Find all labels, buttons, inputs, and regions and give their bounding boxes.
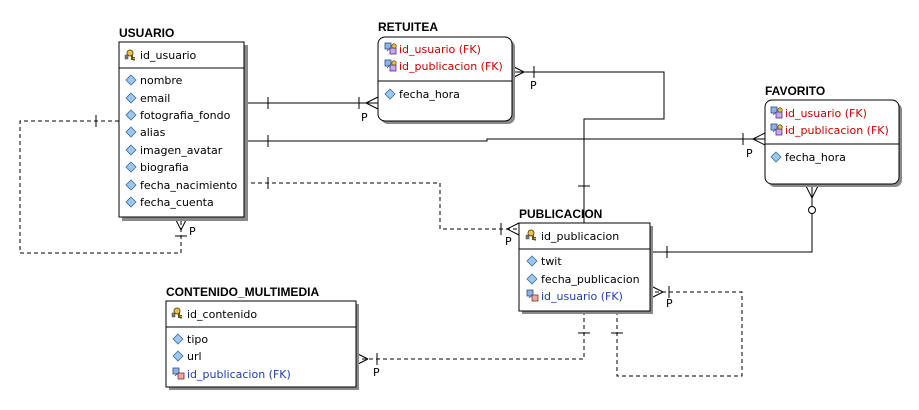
entity-title: FAVORITO [765, 84, 825, 98]
entity-contenido-multimedia[interactable]: CONTENIDO_MULTIMEDIA id_contenido tipo u… [165, 285, 359, 390]
entity-title: USUARIO [119, 26, 174, 40]
pk-attribute: id_contenido [187, 308, 257, 321]
pk-attribute: id_publicacion [541, 230, 619, 243]
fk-attribute: id_usuario (FK) [541, 290, 623, 303]
attribute: url [187, 350, 202, 363]
rel-usuario-retuitea[interactable] [244, 96, 379, 110]
rel-publicacion-contenido[interactable] [355, 311, 590, 366]
fk-attribute: id_publicacion (FK) [187, 368, 291, 381]
p-label: P [666, 297, 673, 310]
attribute: nombre [140, 74, 183, 87]
relationships [19, 65, 819, 377]
attribute: alias [140, 126, 166, 139]
pk-fk-attribute: id_usuario (FK) [785, 107, 867, 120]
p-label: P [746, 147, 753, 160]
p-label: P [373, 366, 380, 379]
attribute: fotografia_fondo [140, 109, 231, 122]
rel-usuario-publicacion[interactable] [244, 177, 520, 236]
attribute: fecha_nacimiento [140, 179, 238, 192]
entity-title: CONTENIDO_MULTIMEDIA [166, 285, 319, 299]
rel-publicacion-favorito[interactable] [650, 185, 819, 258]
attribute: twit [541, 255, 562, 268]
pk-fk-attribute: id_usuario (FK) [399, 43, 481, 56]
pk-fk-attribute: id_publicacion (FK) [785, 124, 889, 137]
attribute: fecha_hora [399, 88, 460, 101]
attribute: email [140, 92, 170, 105]
entity-publicacion[interactable]: PUBLICACION id_publicacion twit fecha_pu… [518, 207, 653, 314]
attribute: imagen_avatar [140, 144, 223, 157]
p-label: P [361, 111, 368, 124]
entity-usuario[interactable]: USUARIO id_usuario nombre email fotograf… [118, 26, 248, 221]
attribute: fecha_cuenta [140, 196, 214, 209]
pk-fk-attribute: id_publicacion (FK) [399, 60, 503, 73]
p-label: P [505, 235, 512, 248]
attribute: fecha_hora [785, 151, 846, 164]
entity-title: RETUITEA [378, 20, 438, 34]
pk-attribute: id_usuario [140, 49, 197, 62]
entity-retuitea[interactable]: RETUITEA id_usuario (FK) id_publicacion … [377, 20, 515, 124]
p-label: P [530, 79, 537, 92]
p-label: P [189, 225, 196, 238]
entity-title: PUBLICACION [519, 207, 602, 221]
attribute: biografia [140, 161, 189, 174]
rel-usuario-favorito[interactable] [244, 132, 766, 147]
entity-favorito[interactable]: FAVORITO id_usuario (FK) id_publicacion … [764, 84, 902, 187]
relationship-p-labels: P P P P P P P [189, 79, 753, 379]
attribute: tipo [187, 333, 208, 346]
attribute: fecha_publicacion [541, 273, 640, 286]
